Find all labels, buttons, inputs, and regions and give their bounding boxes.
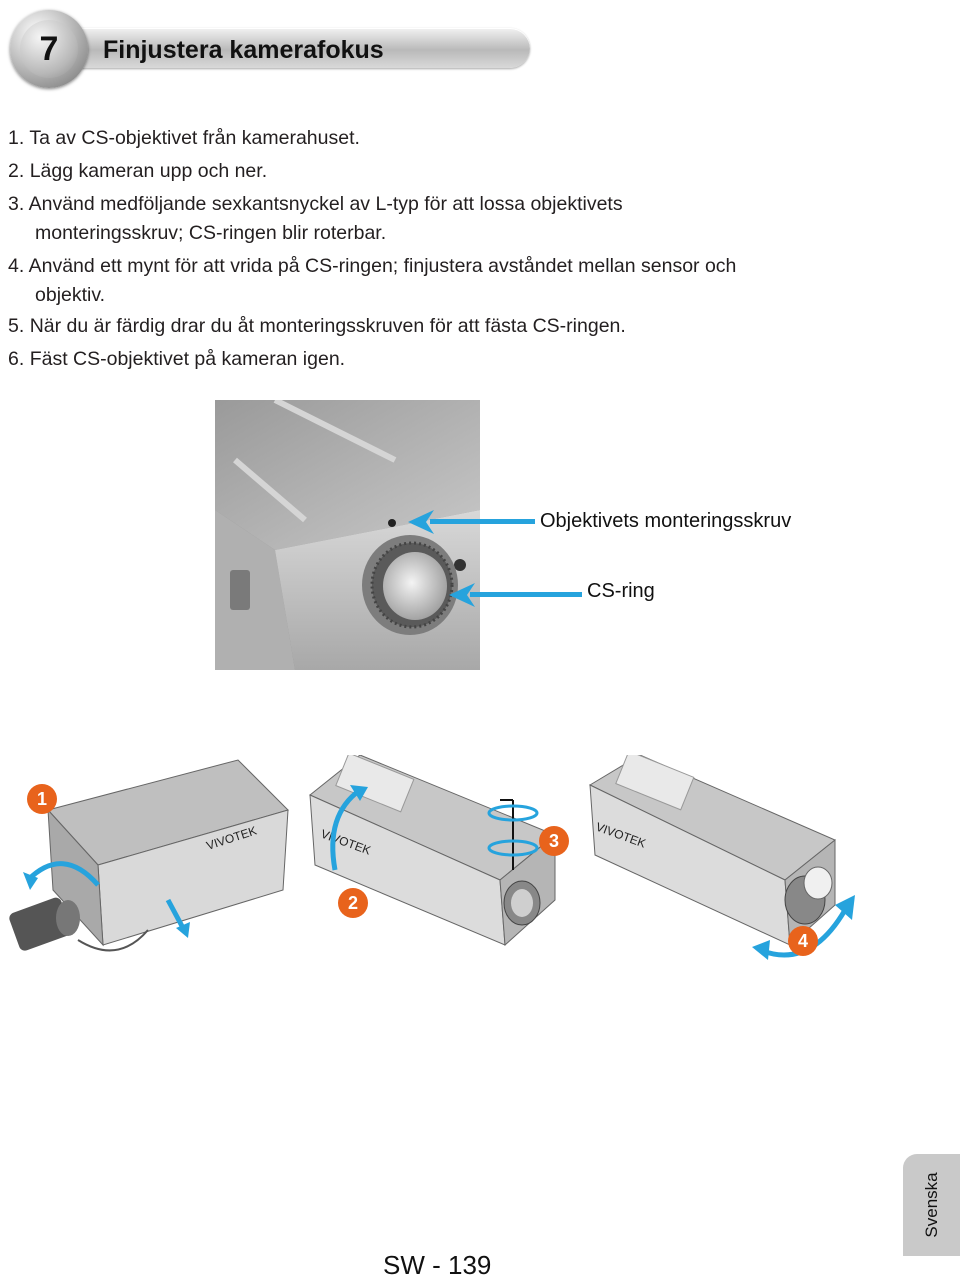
step-text-continued: objektiv. [35, 284, 106, 306]
callout-mounting-screw: Objektivets monteringsskruv [540, 510, 792, 532]
screw-callout-arrowhead [408, 510, 434, 534]
illustration-badge-1: 1 [27, 784, 57, 814]
camera-illustration-step-1: VIVOTEK [9, 759, 289, 952]
step-text: Lägg kameran upp och ner. [29, 160, 268, 182]
camera-illustration-step-4: VIVOTEK [588, 755, 855, 960]
section-header-bar [30, 28, 530, 68]
section-title: Finjustera kamerafokus [103, 36, 384, 64]
step-text: Fäst CS-objektivet på kameran igen. [29, 348, 346, 370]
instruction-step-1: 1. Ta av CS-objektivet från kamerahuset. [8, 124, 908, 153]
step-text: När du är färdig drar du åt monteringssk… [29, 315, 626, 337]
step-index: 5. [8, 315, 25, 337]
step-index: 4. [8, 255, 25, 277]
step-text: Använd medföljande sexkantsnyckel av L-t… [28, 193, 623, 215]
ring-callout-line [470, 592, 582, 597]
instruction-list: 1. Ta av CS-objektivet från kamerahuset.… [8, 124, 908, 378]
step-index: 3. [8, 193, 25, 215]
instruction-step-3: 3. Använd medföljande sexkantsnyckel av … [8, 190, 908, 248]
illustration-badge-2: 2 [338, 888, 368, 918]
instruction-step-2: 2. Lägg kameran upp och ner. [8, 157, 908, 186]
step-number-badge: 7 [10, 10, 88, 88]
callout-cs-ring: CS-ring [587, 580, 655, 602]
step-index: 2. [8, 160, 25, 182]
language-tab: Svenska [903, 1154, 960, 1256]
instruction-step-6: 6. Fäst CS-objektivet på kameran igen. [8, 345, 908, 374]
step-text: Ta av CS-objektivet från kamerahuset. [29, 127, 360, 149]
illustration-badge-3: 3 [539, 826, 569, 856]
step-index: 6. [8, 348, 25, 370]
camera-lens-mount-photo [215, 400, 480, 670]
step-text: Använd ett mynt för att vrida på CS-ring… [28, 255, 737, 277]
step-number: 7 [20, 20, 78, 78]
screw-callout-line [430, 519, 535, 524]
step-text-continued: monteringsskruv; CS-ringen blir roterbar… [35, 222, 387, 244]
page-number: SW - 139 [383, 1250, 492, 1280]
language-tab-label: Svenska [921, 1172, 941, 1238]
camera-illustration-step-2-3: VIVOTEK [309, 755, 556, 947]
ring-callout-arrowhead [449, 583, 475, 607]
step-index: 1. [8, 127, 25, 149]
instruction-step-4: 4. Använd ett mynt för att vrida på CS-r… [8, 252, 908, 310]
illustration-badge-4: 4 [788, 926, 818, 956]
instruction-step-5: 5. När du är färdig drar du åt montering… [8, 312, 908, 341]
